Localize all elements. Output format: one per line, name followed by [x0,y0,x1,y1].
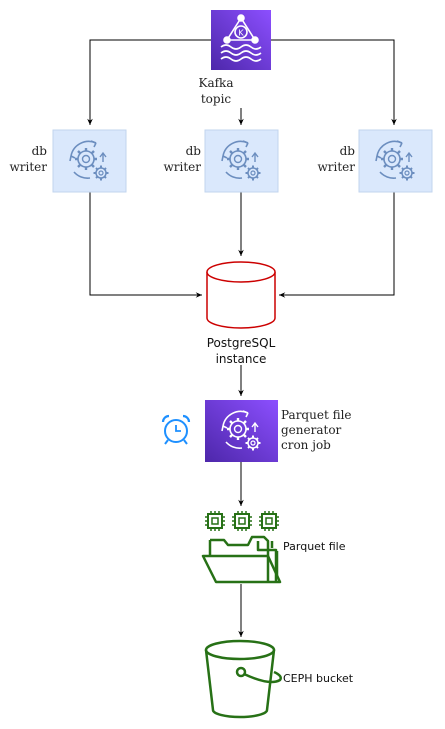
parquet-file-node[interactable]: Parquet file [201,510,346,584]
postgres-label-line1: PostgreSQL [207,336,276,350]
cron-label-line2: generator [281,423,342,437]
cron-job-node[interactable]: Parquet file generator cron job [205,400,352,462]
edges [87,39,397,637]
ceph-label: CEPH bucket [283,672,354,685]
writer-center-label-line2: writer [163,160,201,174]
folder-icon [201,535,282,584]
bucket-icon [204,639,282,719]
cron-label-line3: cron job [281,438,331,452]
kafka-label-line1: Kafka [199,76,234,90]
edge-kafka-to-writer-left [87,39,211,125]
kafka-badge-letter: K [238,29,244,38]
writer-left-label-line1: db [32,144,48,158]
postgres-node[interactable]: PostgreSQL instance [206,261,276,366]
edge-writer-right-to-postgres [279,192,395,298]
writer-center-label-line1: db [186,144,202,158]
db-writer-right-node[interactable]: db writer [317,129,433,193]
postgres-label-line2: instance [216,352,267,366]
parquet-label: Parquet file [283,540,346,553]
writer-right-label-line1: db [340,144,356,158]
edge-writer-left-to-postgres [89,192,202,298]
db-writer-left-node[interactable]: db writer [9,129,127,193]
writer-right-label-line2: writer [317,160,355,174]
cron-label-line1: Parquet file [281,408,352,422]
kafka-label-line2: topic [201,92,232,106]
kafka-icon: K [220,14,262,62]
db-writer-center-node[interactable]: db writer [163,129,279,193]
kafka-topic-node[interactable]: K Kafka topic [196,10,271,108]
alarm-clock-icon [161,414,191,445]
database-cylinder-icon [206,261,276,329]
chip-icon [204,510,280,532]
ceph-bucket-node[interactable]: CEPH bucket [204,639,354,719]
writer-left-label-line2: writer [9,160,47,174]
edge-kafka-to-writer-right [271,39,397,125]
